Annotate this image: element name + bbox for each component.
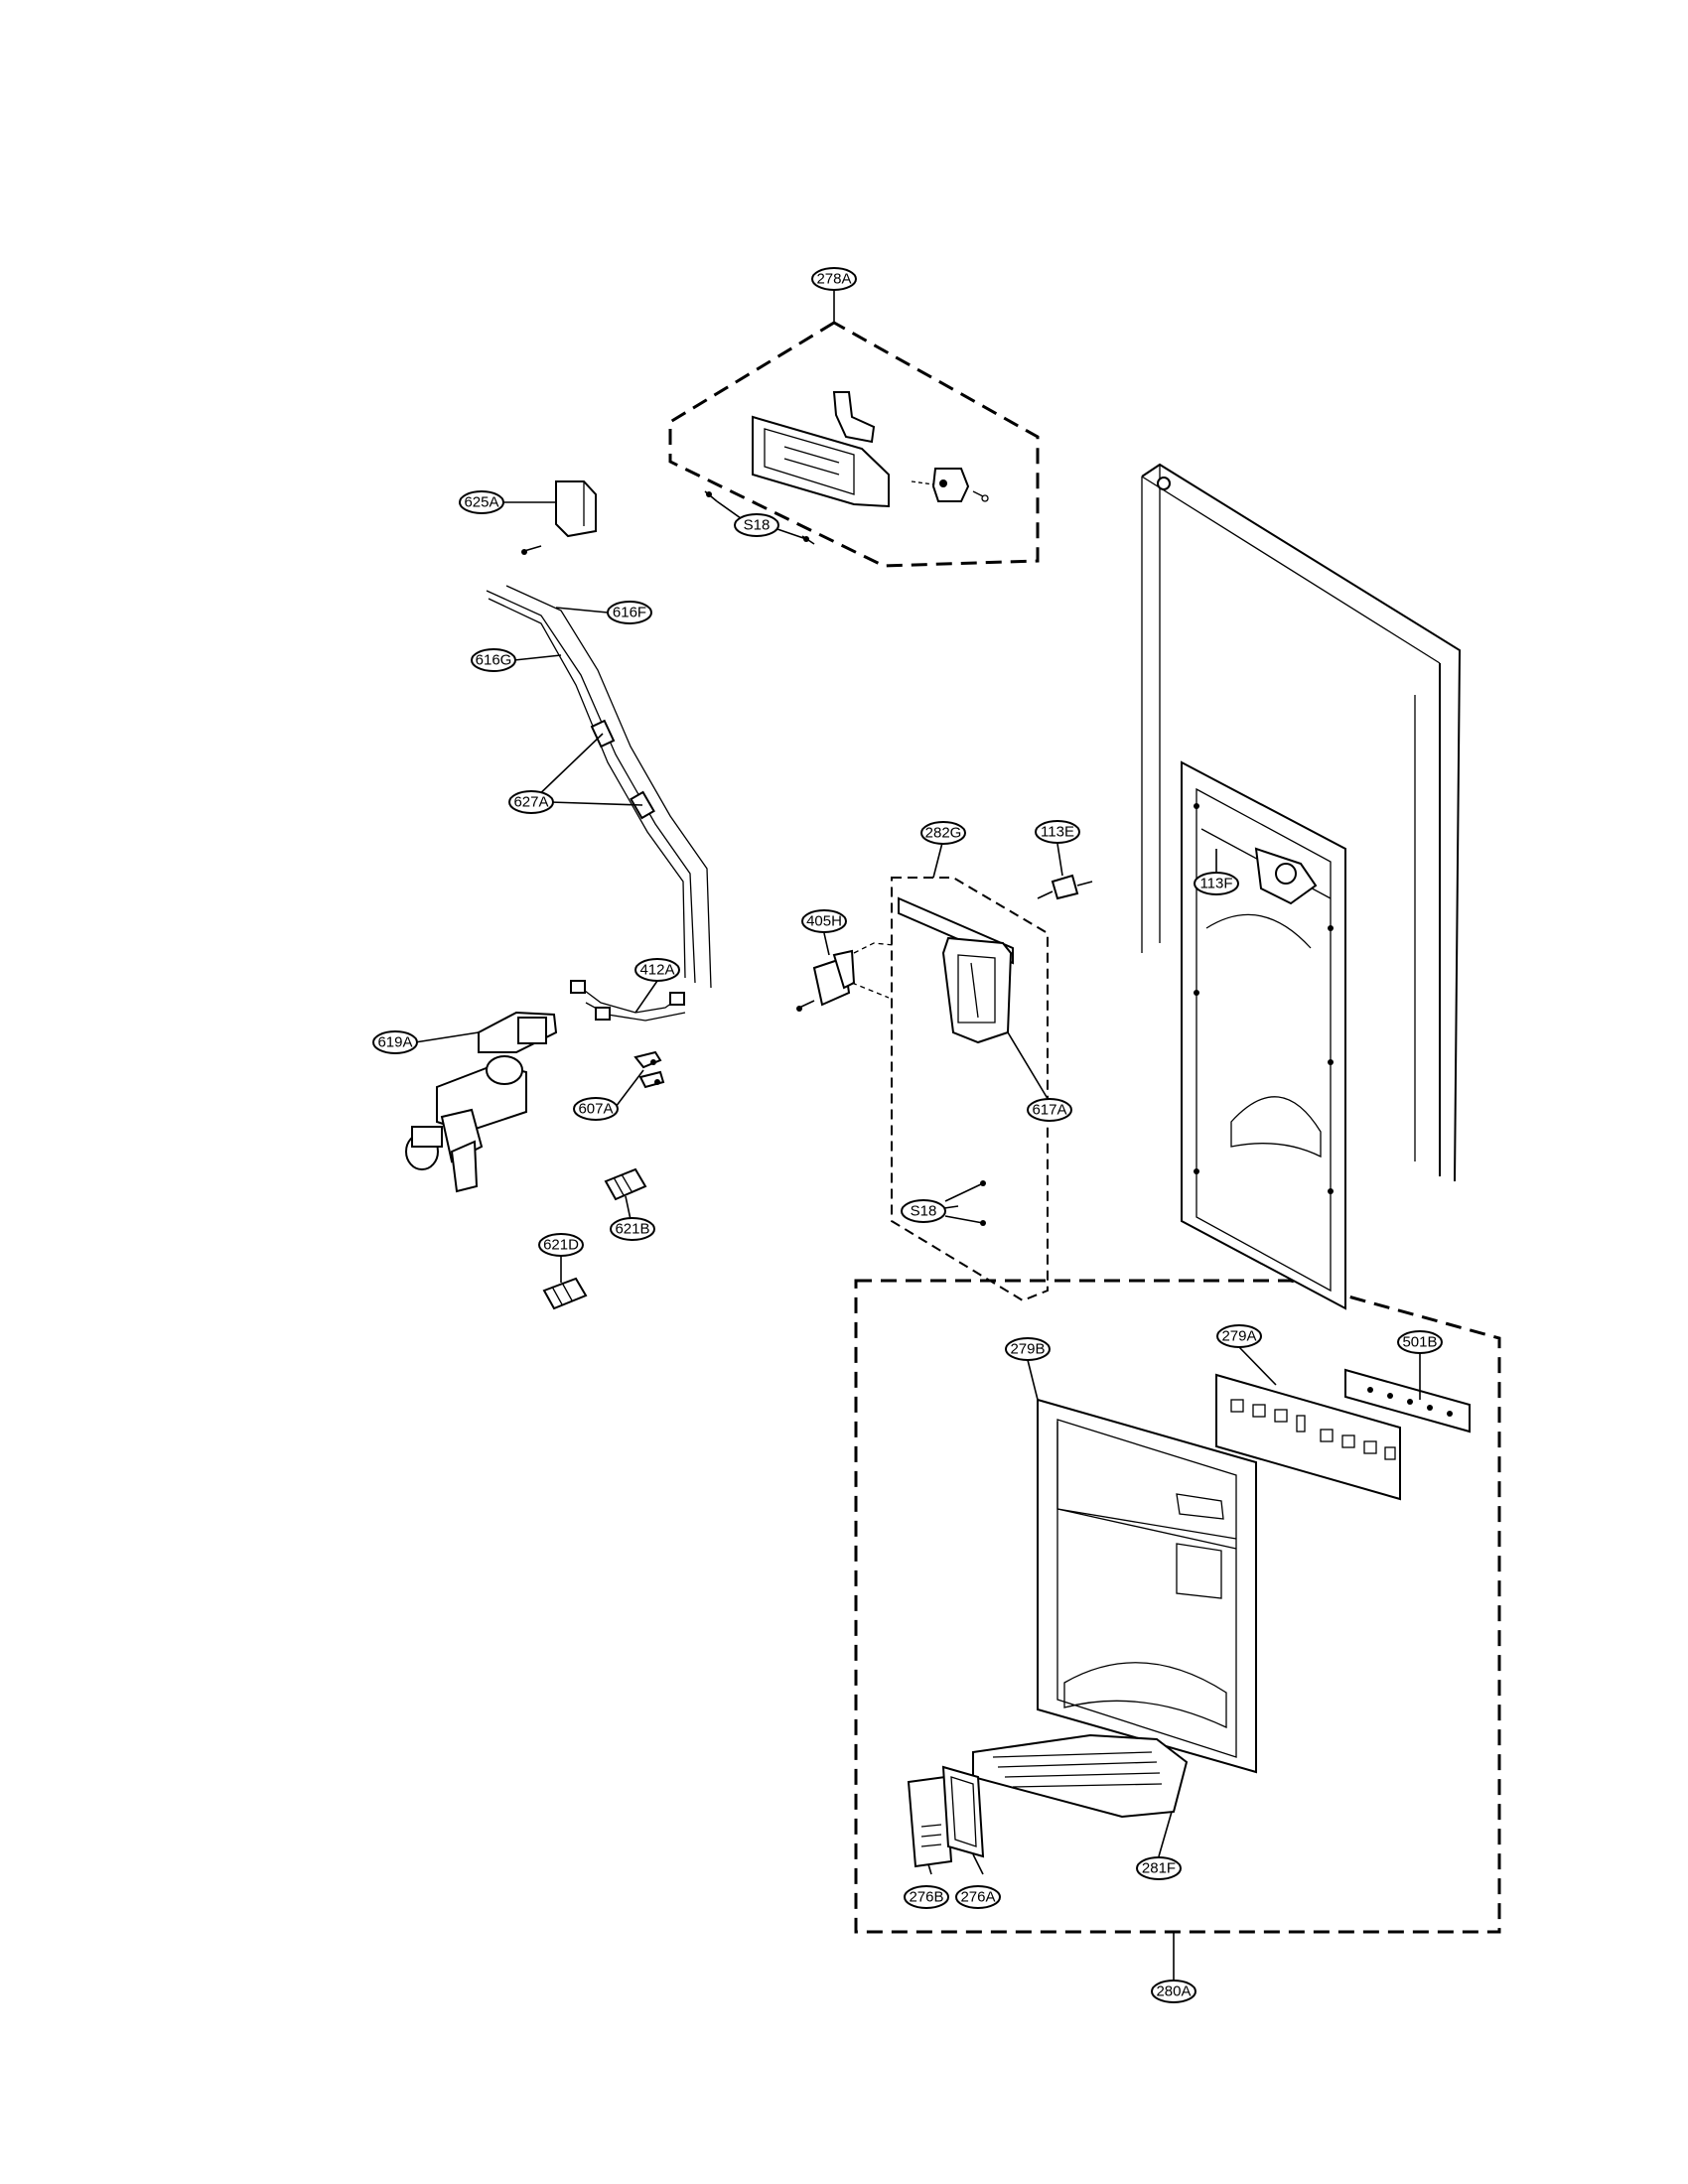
control-pcb-501B-part [1344, 1368, 1471, 1433]
svg-text:627A: 627A [513, 794, 548, 811]
callout-276A: 276A [955, 1885, 1001, 1909]
callout-405H: 405H [801, 909, 847, 933]
callout-619A: 619A [372, 1030, 418, 1054]
callout-282G: 282G [920, 821, 966, 845]
svg-text:412A: 412A [639, 962, 674, 979]
callout-607A: 607A [573, 1097, 619, 1121]
group-282G-boundary [891, 877, 1049, 1302]
callout-616G: 616G [471, 648, 516, 672]
svg-text:S18: S18 [744, 517, 771, 534]
svg-text:113F: 113F [1199, 876, 1232, 892]
drip-tray-281F-part [972, 1733, 1189, 1819]
group-278A-boundary [668, 321, 1040, 568]
filter-cover-276B-part [907, 1775, 953, 1868]
switch-405H-part [796, 942, 895, 1012]
clip-607A-part [633, 1050, 665, 1089]
svg-text:616F: 616F [613, 605, 646, 621]
fitting-621B-part [604, 1167, 647, 1201]
clip-113E-part [1037, 874, 1093, 900]
svg-text:282G: 282G [925, 825, 962, 842]
svg-text:616G: 616G [476, 652, 512, 669]
svg-text:279B: 279B [1010, 1341, 1045, 1358]
module-625A-part [521, 480, 597, 555]
svg-text:279A: 279A [1221, 1328, 1256, 1345]
filter-gasket-276A-part [941, 1765, 985, 1858]
svg-text:607A: 607A [578, 1101, 613, 1118]
callout-621D: 621D [538, 1233, 584, 1257]
svg-text:280A: 280A [1156, 1983, 1191, 2000]
fitting-621D-part [542, 1277, 588, 1310]
water-tube-parts [486, 585, 712, 989]
callout-279B: 279B [1005, 1337, 1051, 1361]
leader-lines [414, 290, 1421, 1980]
svg-text:113E: 113E [1041, 824, 1074, 841]
harness-412A-part [570, 980, 686, 1022]
callout-280A: 280A [1151, 1979, 1196, 2003]
callout-113F: 113F [1194, 872, 1239, 895]
svg-text:501B: 501B [1402, 1334, 1437, 1351]
svg-text:617A: 617A [1032, 1102, 1066, 1119]
dispenser-housing-part [752, 391, 989, 508]
svg-text:405H: 405H [806, 913, 842, 930]
display-panel-279A-part [1215, 1373, 1401, 1501]
callout-616F: 616F [607, 601, 652, 624]
svg-text:281F: 281F [1142, 1860, 1176, 1877]
callout-278A: 278A [811, 267, 857, 291]
svg-text:619A: 619A [377, 1034, 412, 1051]
svg-text:276B: 276B [909, 1889, 943, 1906]
callout-279A: 279A [1216, 1324, 1262, 1348]
bracket-617A-part [898, 896, 1014, 1044]
callout-625A: 625A [459, 490, 504, 514]
callout-501B: 501B [1397, 1330, 1443, 1354]
svg-text:S18: S18 [911, 1203, 937, 1220]
callout-617A: 617A [1027, 1098, 1072, 1122]
svg-text:621B: 621B [615, 1221, 649, 1238]
svg-text:625A: 625A [464, 494, 498, 511]
callout-113E: 113E [1035, 820, 1080, 844]
dispenser-cover-279B-part [1037, 1398, 1257, 1774]
callout-S18-top: S18 [734, 513, 779, 537]
group-280A-boundary [854, 1279, 1501, 1934]
callout-281F: 281F [1136, 1856, 1182, 1880]
svg-text:621D: 621D [543, 1237, 579, 1254]
callout-627A: 627A [508, 790, 554, 814]
callout-276B: 276B [904, 1885, 949, 1909]
svg-text:276A: 276A [960, 1889, 995, 1906]
callout-412A: 412A [634, 958, 680, 982]
water-valve-619A-part [405, 1011, 558, 1193]
callout-S18-mid: S18 [901, 1180, 986, 1226]
svg-text:278A: 278A [816, 271, 851, 288]
callout-621B: 621B [610, 1217, 655, 1241]
freezer-door-part [1141, 463, 1462, 1310]
